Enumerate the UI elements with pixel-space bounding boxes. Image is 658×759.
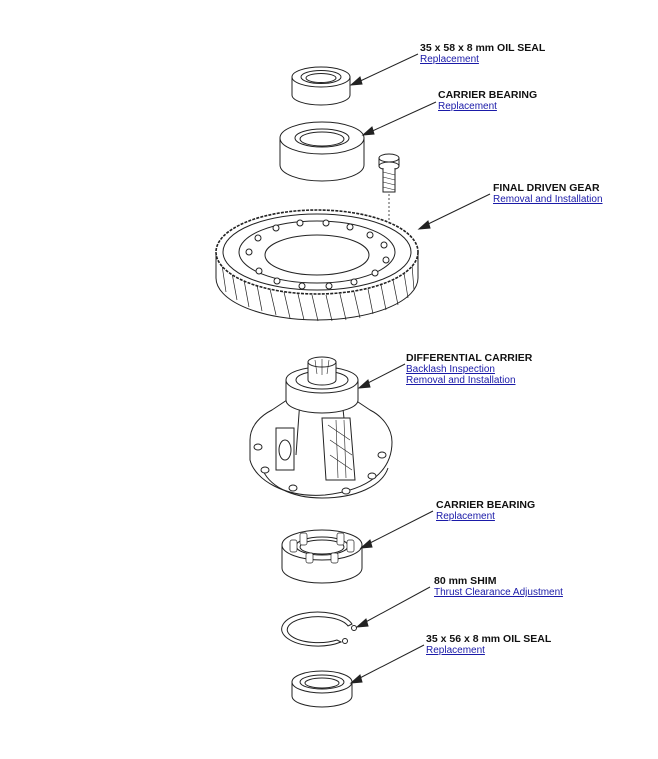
callout-oil-seal-top: 35 x 58 x 8 mm OIL SEAL Replacement	[420, 42, 546, 66]
callout-shim: 80 mm SHIM Thrust Clearance Adjustment	[434, 575, 563, 599]
leader-line	[365, 510, 434, 546]
part-label: 35 x 56 x 8 mm OIL SEAL	[426, 633, 552, 645]
leader-line	[361, 586, 431, 625]
leader-arrowhead	[417, 220, 431, 230]
part-label: 35 x 58 x 8 mm OIL SEAL	[420, 42, 546, 54]
leader-arrowhead	[349, 76, 363, 86]
carrier-bearing-bottom-part	[281, 529, 363, 584]
oil-seal-bottom-part	[291, 670, 353, 708]
removal-installation-link[interactable]: Removal and Installation	[493, 194, 603, 205]
replacement-link[interactable]: Replacement	[436, 511, 495, 522]
leader-arrowhead	[357, 379, 371, 389]
carrier-bearing-top-part	[279, 121, 365, 182]
leader-line	[367, 101, 437, 134]
removal-installation-link[interactable]: Removal and Installation	[406, 375, 516, 386]
leader-arrowhead	[349, 674, 363, 684]
leader-line	[355, 644, 425, 681]
leader-arrowhead	[359, 539, 373, 549]
oil-seal-top-part	[291, 66, 351, 106]
leader-line	[363, 363, 406, 386]
callout-differential-carrier: DIFFERENTIAL CARRIER Backlash Inspection…	[406, 352, 533, 387]
replacement-link[interactable]: Replacement	[420, 54, 479, 65]
leader-arrowhead	[355, 618, 369, 628]
callout-final-driven-gear: FINAL DRIVEN GEAR Removal and Installati…	[493, 182, 603, 206]
callout-carrier-bearing-top: CARRIER BEARING Replacement	[438, 89, 538, 113]
thrust-clearance-adjustment-link[interactable]: Thrust Clearance Adjustment	[434, 587, 563, 598]
backlash-inspection-link[interactable]: Backlash Inspection	[406, 364, 495, 375]
replacement-link[interactable]: Replacement	[426, 645, 485, 656]
part-label: FINAL DRIVEN GEAR	[493, 182, 600, 194]
shim-part	[281, 611, 357, 647]
callout-oil-seal-bottom: 35 x 56 x 8 mm OIL SEAL Replacement	[426, 633, 552, 657]
leader-line	[423, 193, 491, 227]
callout-carrier-bearing-bottom: CARRIER BEARING Replacement	[436, 499, 536, 523]
bolt-part	[378, 153, 400, 268]
part-label: DIFFERENTIAL CARRIER	[406, 352, 533, 364]
part-label: CARRIER BEARING	[436, 499, 536, 511]
final-driven-gear-part	[215, 209, 419, 322]
part-label: 80 mm SHIM	[434, 575, 497, 587]
differential-carrier-part	[249, 356, 393, 499]
leader-arrowhead	[361, 126, 375, 136]
leader-line	[355, 53, 419, 84]
replacement-link[interactable]: Replacement	[438, 101, 497, 112]
part-label: CARRIER BEARING	[438, 89, 538, 101]
